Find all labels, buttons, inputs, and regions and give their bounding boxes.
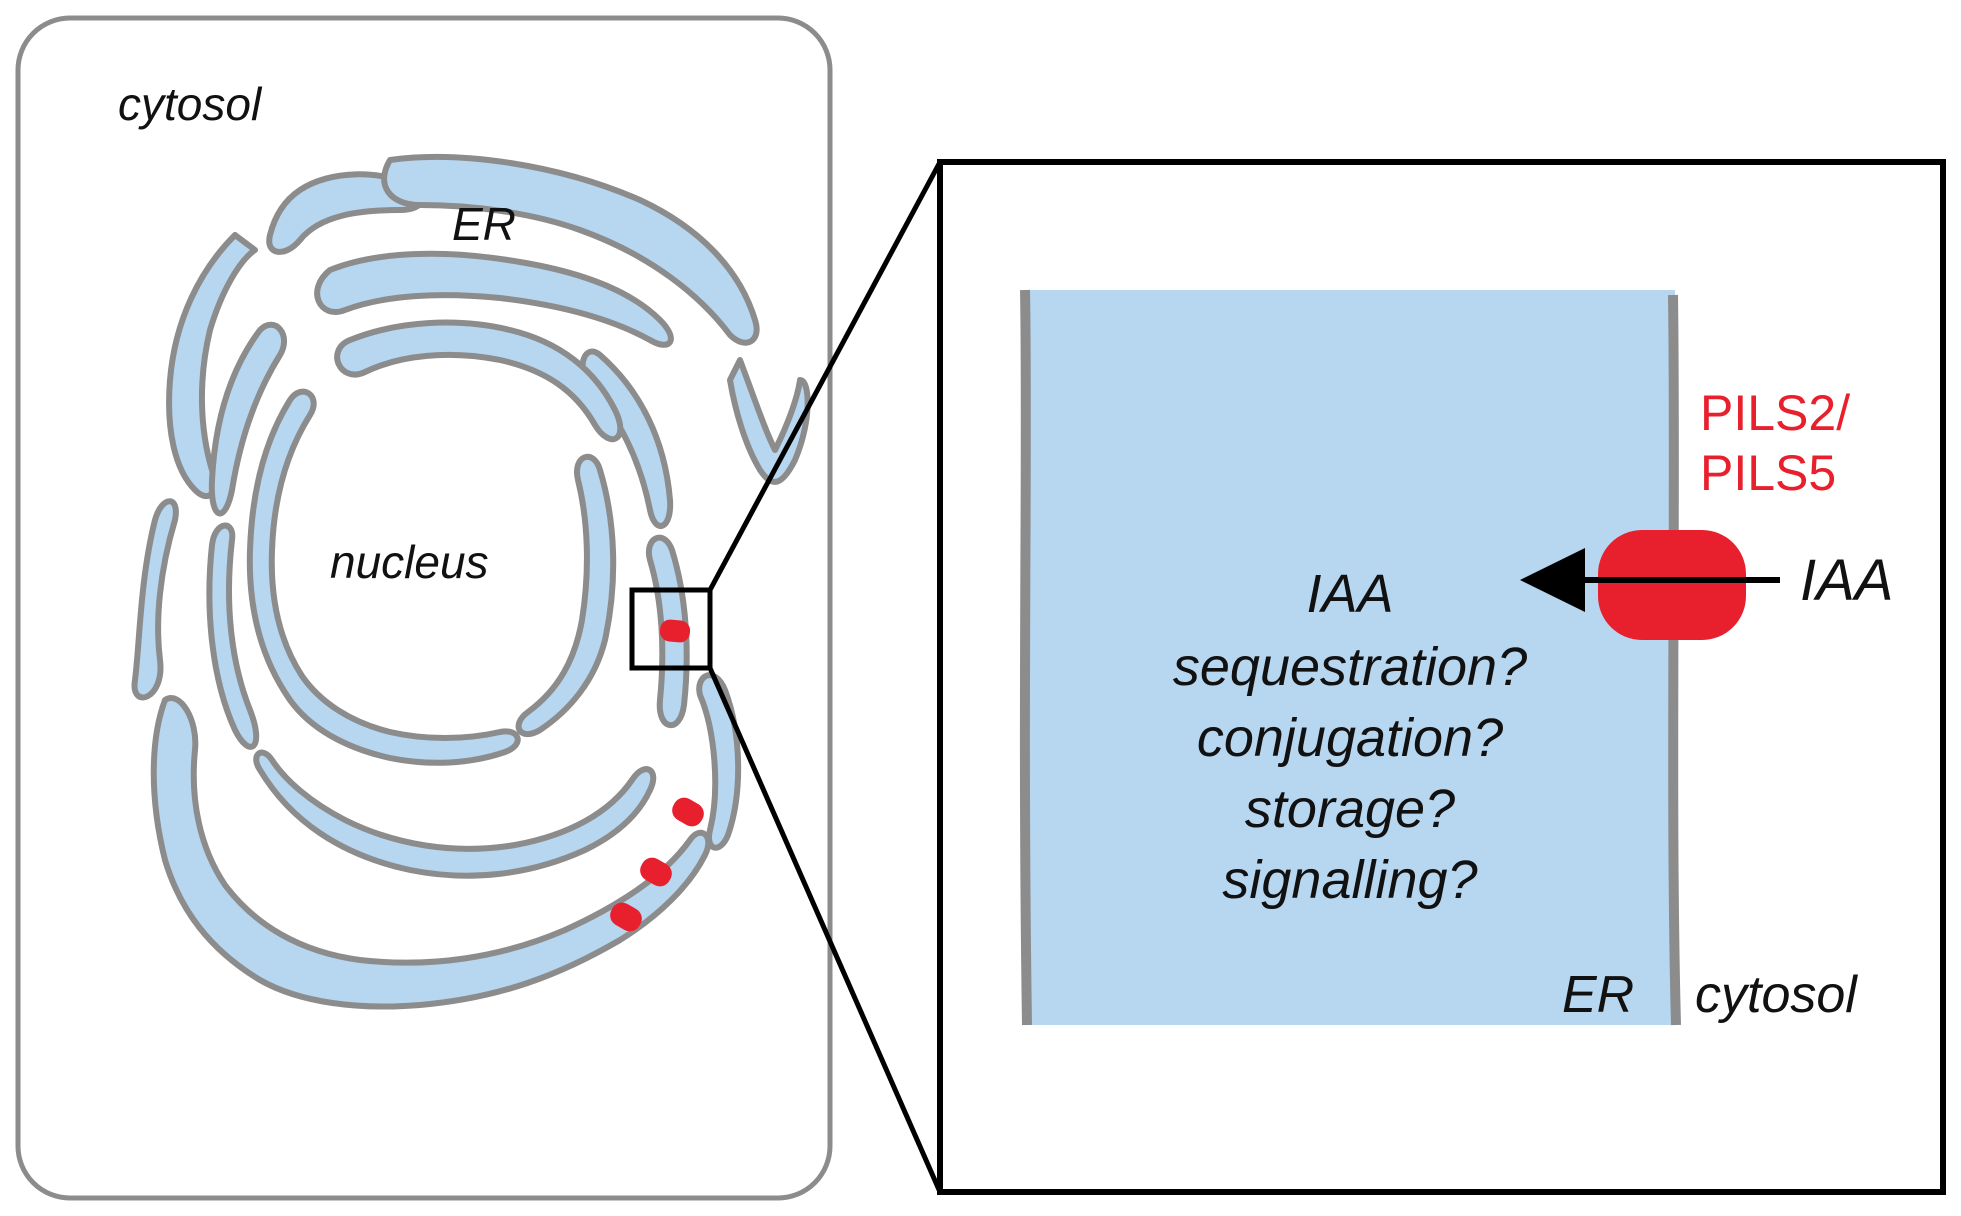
transporter-name-line2: PILS5 — [1700, 445, 1836, 501]
er-lumen — [1025, 290, 1675, 1025]
iaa-outside-label: IAA — [1800, 548, 1894, 613]
er-segment — [246, 388, 521, 766]
er-segment — [253, 749, 657, 879]
iaa-arrow-head — [1520, 548, 1585, 612]
er-membrane-right — [1668, 294, 1681, 1026]
pils-transporter — [1598, 530, 1746, 640]
cell-er-label: ER — [452, 198, 516, 250]
zoom-connector-top — [707, 160, 943, 592]
transporter-dot — [659, 619, 691, 643]
transporter-dot — [640, 857, 672, 887]
er-segment — [206, 522, 260, 750]
er-network — [131, 154, 811, 1010]
transporter-dot — [672, 797, 704, 827]
question-line: sequestration? — [1173, 637, 1527, 697]
er-segment — [696, 672, 742, 851]
nucleus-label: nucleus — [330, 536, 489, 588]
zoom-connector-bottom — [707, 666, 943, 1194]
question-block: IAA sequestration? conjugation? storage?… — [1173, 564, 1527, 910]
transporter-name-line1: PILS2/ — [1700, 385, 1850, 441]
er-segment — [334, 319, 624, 443]
zoom-er-label: ER — [1562, 966, 1634, 1024]
question-line: signalling? — [1222, 850, 1477, 910]
er-segment — [208, 321, 288, 517]
er-segment — [381, 154, 760, 346]
question-line: storage? — [1245, 779, 1455, 839]
question-line: IAA — [1306, 564, 1393, 624]
transporter-dot — [610, 902, 642, 932]
zoom-cytosol-label: cytosol — [1695, 966, 1858, 1024]
er-segment — [314, 250, 674, 348]
question-line: conjugation? — [1197, 708, 1503, 768]
er-segment — [131, 498, 179, 701]
zoom-source-box — [629, 587, 713, 671]
cell-cytosol-label: cytosol — [118, 78, 263, 130]
transporters-cell — [610, 619, 704, 932]
er-segment — [515, 453, 617, 738]
er-membrane-left — [1019, 289, 1032, 1026]
